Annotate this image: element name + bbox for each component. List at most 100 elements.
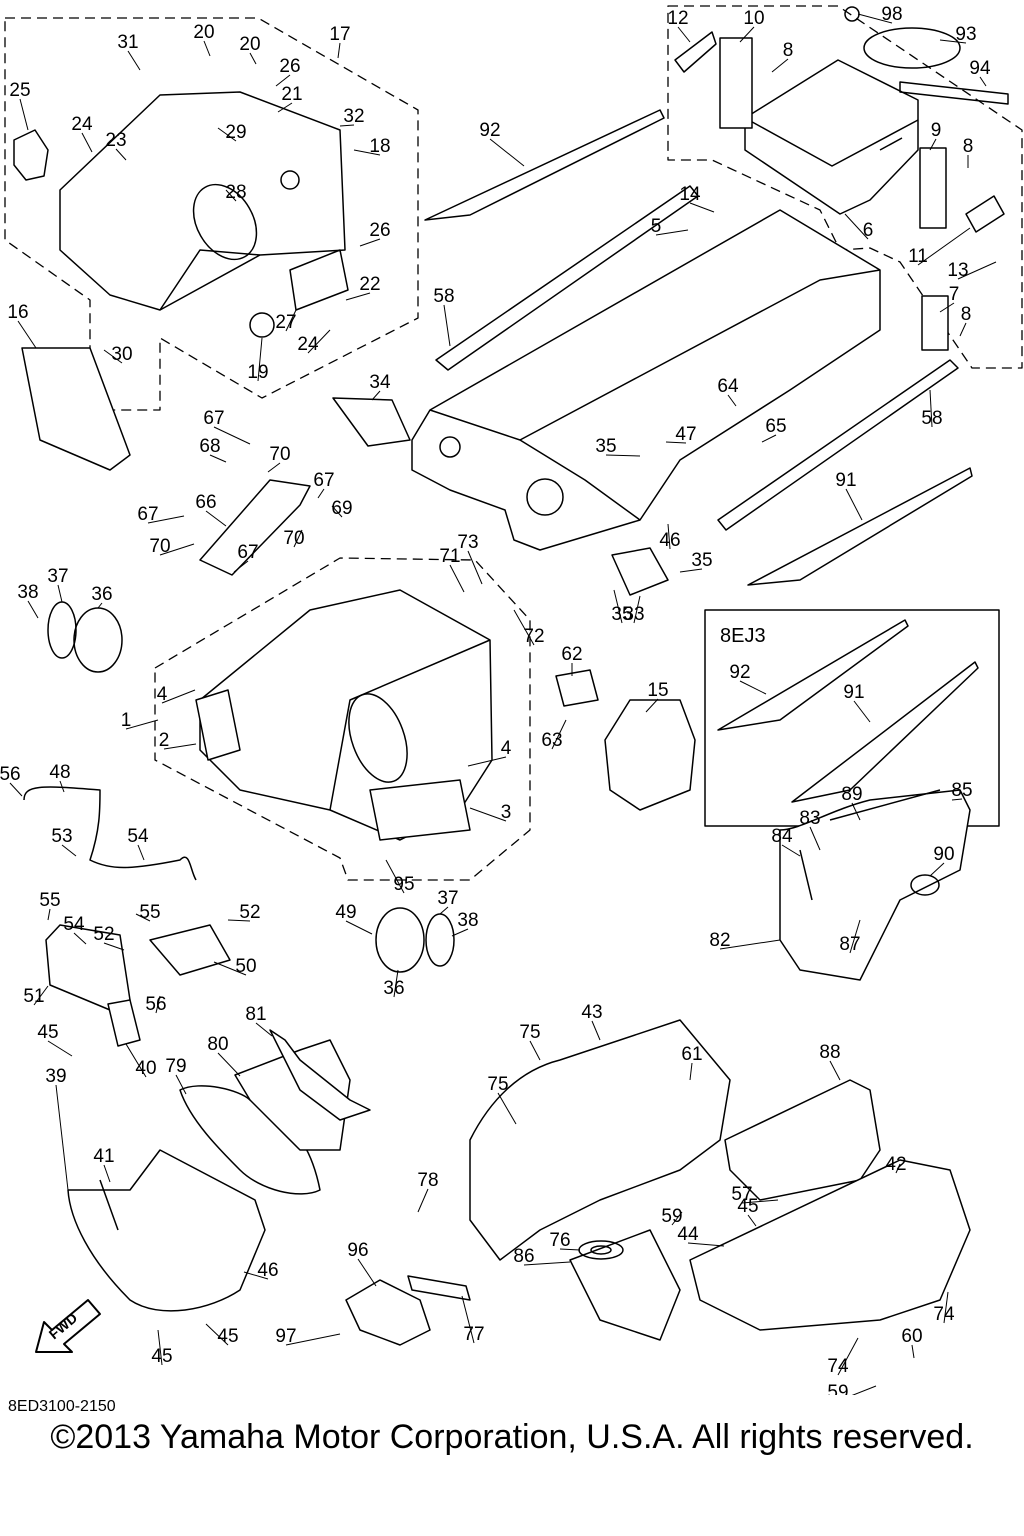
guard-88 xyxy=(724,1079,881,1201)
leader-line-28 xyxy=(225,189,237,202)
callout-52: 52 xyxy=(93,924,114,945)
leader-line-45-4 xyxy=(747,1214,757,1227)
leader-line-81 xyxy=(255,1022,273,1037)
leader-line-92-2 xyxy=(739,680,767,695)
boss-90 xyxy=(910,874,940,896)
leader-line-91-2 xyxy=(853,700,871,723)
flap-93 xyxy=(863,27,961,69)
callout-75-2: 75 xyxy=(487,1074,508,1095)
callout-74: 74 xyxy=(827,1356,849,1377)
leader-line-44 xyxy=(687,1242,725,1247)
callout-12: 12 xyxy=(667,8,688,29)
leader-line-42 xyxy=(895,1163,901,1174)
callout-49: 49 xyxy=(335,902,356,923)
leader-line-18 xyxy=(353,149,381,156)
leader-line-2 xyxy=(163,743,197,750)
callout-55-2: 55 xyxy=(139,902,160,923)
callout-8-3: 8 xyxy=(961,304,972,325)
leader-line-86 xyxy=(523,1261,571,1266)
callout-67-2: 67 xyxy=(313,470,334,491)
callout-41: 41 xyxy=(93,1146,114,1167)
bracket-plate-10 xyxy=(719,37,753,129)
callout-23: 23 xyxy=(105,130,126,151)
callout-55: 55 xyxy=(39,890,60,911)
leader-line-46 xyxy=(243,1271,269,1280)
callout-36: 36 xyxy=(91,584,112,605)
leader-line-38-2 xyxy=(451,928,469,937)
leader-line-24-2 xyxy=(307,329,331,354)
leader-line-7 xyxy=(939,302,955,313)
leader-line-46-2 xyxy=(667,523,671,550)
leader-line-47 xyxy=(665,441,687,444)
callout-67: 67 xyxy=(203,408,224,429)
bracket-12 xyxy=(674,31,717,73)
leader-line-23 xyxy=(115,148,127,161)
callout-31: 31 xyxy=(117,32,138,53)
leader-line-98 xyxy=(857,13,893,24)
callout-70-2: 70 xyxy=(283,528,304,549)
leader-line-65 xyxy=(761,434,777,443)
boot-37-upper xyxy=(47,601,77,659)
leader-line-51 xyxy=(33,985,49,1006)
leader-line-24 xyxy=(81,132,93,153)
leader-line-83 xyxy=(809,826,821,851)
callout-1: 1 xyxy=(121,710,132,731)
leader-line-55 xyxy=(47,908,51,921)
leader-line-75-2 xyxy=(497,1092,517,1125)
callout-13: 13 xyxy=(947,260,968,281)
callout-65: 65 xyxy=(765,416,786,437)
tunnel-hole-front xyxy=(439,436,461,458)
leader-line-69 xyxy=(331,505,343,518)
callout-57: 57 xyxy=(731,1184,752,1205)
main-frame-1-opening xyxy=(348,693,408,783)
leader-line-70 xyxy=(267,462,281,473)
leader-line-79 xyxy=(175,1074,187,1095)
strip-92-8ej3 xyxy=(717,619,909,731)
leader-line-14 xyxy=(689,202,715,213)
callout-42: 42 xyxy=(885,1154,906,1175)
callout-67-4: 67 xyxy=(237,542,258,563)
callout-48: 48 xyxy=(49,762,70,783)
callout-3: 3 xyxy=(501,802,512,823)
bracket-2 xyxy=(195,689,241,761)
callout-4: 4 xyxy=(157,684,168,705)
leader-line-67-3 xyxy=(147,515,185,524)
leader-line-13 xyxy=(957,261,997,280)
callout-61: 61 xyxy=(681,1044,702,1065)
callout-71: 71 xyxy=(439,546,460,567)
leader-line-35-2 xyxy=(613,589,623,624)
leader-line-8-3 xyxy=(959,322,967,337)
callout-16: 16 xyxy=(7,302,28,323)
leader-line-3 xyxy=(469,807,507,822)
callout-24: 24 xyxy=(71,114,93,135)
leader-line-11 xyxy=(917,227,971,266)
leader-line-85 xyxy=(951,798,963,801)
bracket-15 xyxy=(604,699,696,811)
callout-45-2: 45 xyxy=(151,1346,172,1367)
leader-line-34 xyxy=(371,390,381,401)
strip-89 xyxy=(829,789,941,821)
deflector-84 xyxy=(799,849,813,901)
cap-98 xyxy=(844,6,860,22)
callout-86: 86 xyxy=(513,1246,534,1267)
leader-line-67 xyxy=(213,426,251,445)
callout-27: 27 xyxy=(275,312,296,333)
leader-line-78 xyxy=(417,1188,429,1213)
leader-line-22 xyxy=(345,292,371,301)
leader-line-15 xyxy=(645,698,659,713)
callout-38-2: 38 xyxy=(457,910,478,931)
leader-line-58 xyxy=(443,304,451,347)
leader-line-94 xyxy=(979,76,987,87)
callout-59-2: 59 xyxy=(827,1382,848,1395)
8ej3-variant-label: 8EJ3 xyxy=(720,625,766,647)
callout-88: 88 xyxy=(819,1042,840,1063)
callout-11: 11 xyxy=(908,246,928,267)
callout-84: 84 xyxy=(771,826,793,847)
leader-line-36-2 xyxy=(393,969,399,998)
plate-27 xyxy=(289,249,349,311)
leader-line-60 xyxy=(911,1344,915,1359)
leader-line-4 xyxy=(161,689,196,704)
callout-26-2: 26 xyxy=(369,220,390,241)
callout-20-2: 20 xyxy=(239,34,260,55)
